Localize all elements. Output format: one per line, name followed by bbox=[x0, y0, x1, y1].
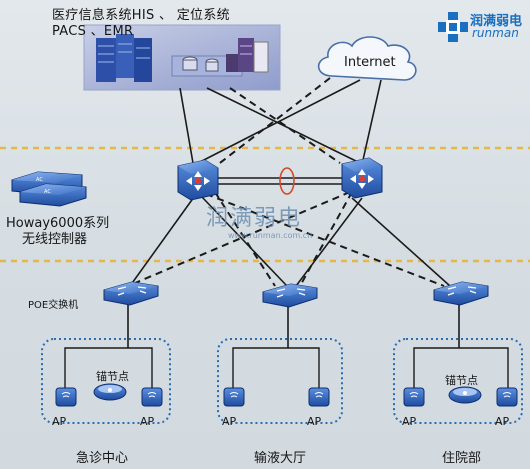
internet-label: Internet bbox=[344, 55, 396, 70]
core-links bbox=[127, 79, 460, 348]
zone-name-emergency: 急诊中心 bbox=[76, 451, 129, 466]
anchor-node-icon bbox=[448, 386, 482, 404]
wireless-controller-icon: AC AC bbox=[11, 171, 87, 207]
ap-label: AP bbox=[140, 415, 155, 428]
logo-brand-cn: 润满弱电 bbox=[470, 14, 523, 29]
controller-label-1: Howay6000系列 bbox=[6, 216, 110, 231]
ap-label: AP bbox=[307, 415, 322, 428]
ap-label: AP bbox=[222, 415, 237, 428]
link-aggregation-icon bbox=[279, 167, 295, 195]
ap-icon bbox=[223, 387, 245, 407]
zone-bus-lines bbox=[64, 347, 509, 390]
ap-label: AP bbox=[52, 415, 67, 428]
header-line-1: 医疗信息系统HIS 、 定位系统 bbox=[52, 8, 230, 23]
ap-label: AP bbox=[495, 415, 510, 428]
controller-label-2: 无线控制器 bbox=[22, 232, 88, 247]
internet-cloud-icon bbox=[317, 36, 417, 81]
server-panel bbox=[83, 24, 281, 91]
ap-icon bbox=[141, 387, 163, 407]
svg-text:AC: AC bbox=[44, 189, 51, 195]
anchor-label-left: 锚节点 bbox=[96, 370, 129, 383]
watermark-cn: 润满弱电 bbox=[206, 206, 303, 231]
header-line-2: PACS 、EMR bbox=[52, 24, 134, 39]
ap-label: AP bbox=[402, 415, 417, 428]
zone-boxes bbox=[41, 338, 523, 424]
anchor-node-icon bbox=[93, 383, 127, 401]
dashed-links bbox=[127, 77, 445, 287]
poe-switch-label: POE交换机 bbox=[28, 300, 79, 311]
ap-icon bbox=[496, 387, 518, 407]
rack-server-icon bbox=[96, 34, 152, 82]
poe-switch-right-icon bbox=[433, 281, 489, 306]
poe-switch-left-icon bbox=[103, 281, 159, 306]
poe-switch-middle-icon bbox=[262, 283, 318, 308]
anchor-nodes bbox=[93, 383, 482, 404]
logo-mark-icon bbox=[438, 12, 468, 42]
zone-name-infusion: 输液大厅 bbox=[254, 451, 307, 466]
zone-name-inpatient: 住院部 bbox=[442, 451, 482, 466]
core-switch-right-icon bbox=[341, 157, 383, 199]
core-switch-left-icon bbox=[177, 159, 219, 201]
anchor-label-right: 锚节点 bbox=[445, 374, 478, 387]
database-icon bbox=[171, 38, 269, 77]
watermark-url: www.runman.com.cn bbox=[228, 231, 313, 240]
svg-text:AC: AC bbox=[36, 177, 43, 183]
logo-brand-en: runman bbox=[472, 26, 519, 40]
ap-icon bbox=[403, 387, 425, 407]
ap-devices bbox=[55, 387, 518, 407]
ap-icon bbox=[55, 387, 77, 407]
ap-icon bbox=[308, 387, 330, 407]
